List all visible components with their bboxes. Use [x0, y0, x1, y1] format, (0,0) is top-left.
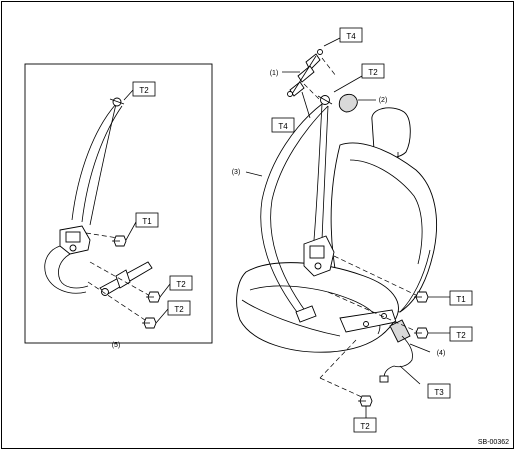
anchor-cover — [338, 93, 358, 113]
label-t4-low: T4 — [271, 117, 295, 133]
svg-text:T4: T4 — [346, 32, 356, 41]
label-t2-bottom: T2 — [353, 417, 377, 433]
svg-text:T2: T2 — [368, 68, 378, 77]
inset-bolt-t2b — [142, 317, 157, 329]
inset-label-t2a: T2 — [169, 275, 193, 291]
svg-text:T1: T1 — [456, 295, 466, 304]
label-t3: T3 — [427, 383, 451, 399]
diagram-id: SB-00362 — [478, 439, 509, 446]
callout-3: (3) — [232, 169, 241, 176]
svg-text:T2: T2 — [174, 305, 184, 314]
inset-bolt-t1 — [112, 235, 127, 247]
upper-anchor-adjuster — [287, 49, 323, 97]
svg-text:T2: T2 — [456, 331, 466, 340]
inset-panel — [24, 63, 213, 344]
inset-label-t1: T1 — [135, 212, 159, 228]
retractor — [303, 235, 335, 277]
label-t2-right: T2 — [449, 326, 473, 342]
belt-upper-anchor — [317, 95, 333, 105]
svg-text:T2: T2 — [176, 280, 186, 289]
callout-4: (4) — [437, 350, 446, 357]
label-t2-top: T2 — [361, 63, 385, 79]
callout-2: (2) — [379, 97, 388, 104]
inset-label-t2-top: T2 — [132, 81, 156, 97]
svg-text:T1: T1 — [142, 217, 152, 226]
main-bolt-t1 — [414, 291, 429, 303]
svg-text:T2: T2 — [139, 86, 149, 95]
main-bolt-t2-bottom — [358, 395, 373, 407]
inset-bolt-t2a — [146, 291, 161, 303]
inset-label-t2b: T2 — [167, 300, 191, 316]
main-bolt-t2-right — [414, 327, 429, 339]
seat-assembly — [236, 107, 437, 353]
callout-5: (5) — [112, 342, 121, 349]
callout-1: (1) — [270, 70, 279, 77]
label-t1: T1 — [449, 290, 473, 306]
svg-text:T3: T3 — [434, 388, 444, 397]
svg-text:T2: T2 — [360, 422, 370, 431]
seat-belt-webbing — [260, 103, 329, 323]
svg-text:T4: T4 — [278, 122, 288, 131]
seatbelt-buckle — [379, 319, 413, 383]
label-t4-top: T4 — [339, 27, 363, 43]
